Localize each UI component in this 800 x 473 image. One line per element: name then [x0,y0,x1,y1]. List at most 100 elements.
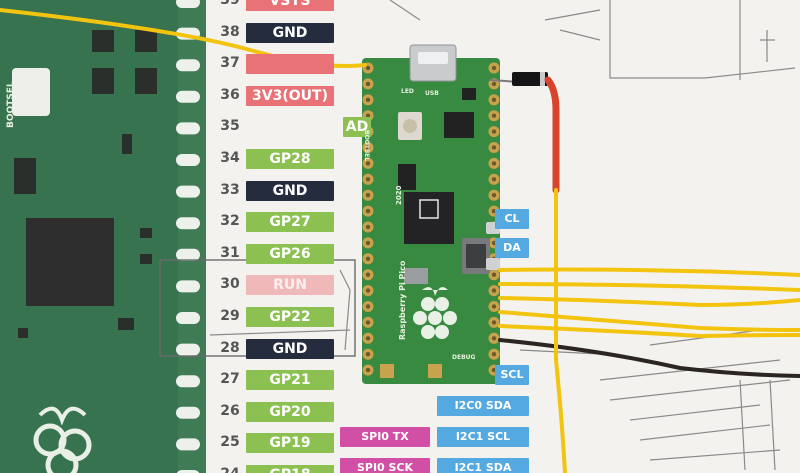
pico-pin-hole [365,224,371,230]
yellow-wire-3 [498,296,800,308]
pico-pin-hole [491,272,497,277]
pin-number: 34 [220,150,240,166]
black-wire [498,338,800,378]
pico-silk-usb: USB [425,90,439,97]
carrier-hole [176,154,200,166]
pin-number: 38 [220,23,240,40]
pin-label: GP26 [246,243,334,264]
pico-pin-hole [491,336,497,341]
pico-pin-hole [365,65,371,71]
i2c-label-row26: I2C0 SDA [437,396,529,416]
pin-label: GP19 [246,433,334,454]
pico-pin-hole [365,304,371,309]
pin-label: GP28 [246,149,334,169]
pin-label: GND [246,338,334,359]
diode-body [512,72,548,86]
pin-number: 24 [213,466,247,473]
pico-pin-hole [491,320,497,325]
pin-number: 26 [220,402,240,419]
pico-silk-led: LED [401,88,414,95]
pin-label: GP27 [246,212,334,233]
pico-pin-hole [491,81,497,87]
pico-pin-hole [491,113,497,118]
yellow-wire-1 [498,267,800,277]
pin-number: 31 [220,244,240,261]
yellow-wire-down [554,188,567,473]
pin-number: 30 [220,276,240,293]
i2c-label-row31: DA [495,238,529,258]
pico-pin-hole [365,161,371,166]
pin-number: 29 [220,308,240,324]
carrier-hole [176,375,200,388]
pico-pin-hole [491,161,497,166]
pin-label: GP21 [246,370,334,391]
pico-pin-hole [491,129,497,134]
pico-pin-hole [365,320,371,325]
pico-pin-hole [365,81,371,87]
spi-label-row24: SPI0 SCK [340,458,430,473]
pico-pin-hole [365,367,371,373]
carrier-raspberry-logo [33,406,92,473]
pico-pin-hole [365,193,371,198]
carrier-hole [176,248,200,261]
carrier-hole [176,185,200,198]
pico-pin-hole [365,256,371,261]
pico-pin-hole [365,336,371,341]
pico-pin-hole [491,288,497,293]
pico-pin-hole [491,193,497,198]
pin-label: 3V3(OUT) [246,85,334,106]
pico-pin-hole [491,65,497,71]
i2c-label-row25: I2C1 SCL [437,427,529,447]
yellow-wire-4 [498,310,800,332]
pin-number: 35 [220,118,240,135]
carrier-board-components [12,30,157,338]
pin-number: 28 [220,339,240,356]
spi-label-row25: SPI0 TX [340,427,430,447]
carrier-silk-bootsel: BOOTSEL [6,81,16,128]
pico-pin-hole [491,177,497,182]
i2c-label-row27: SCL [495,365,529,385]
pico-pin-hole [491,304,497,309]
pico-pin-hole [365,177,371,182]
carrier-hole [176,470,200,473]
pico-silk-year: 2020 [395,185,403,205]
pico-pin-hole [365,97,371,103]
pin-number: 25 [220,434,240,451]
pin-number: 32 [220,213,240,230]
pin-label: GP20 [246,401,334,422]
pico-pin-hole [365,208,371,214]
carrier-hole [176,406,200,419]
carrier-hole [176,438,200,451]
pin-label: VSYS [246,0,334,11]
pin-number: 33 [220,181,240,198]
pico-pin-hole [365,113,371,118]
adc-label-fragment: AD [343,117,371,137]
carrier-hole [176,0,200,8]
carrier-hole [176,217,200,230]
pin-number: 27 [220,371,240,388]
pin-number: 37 [220,55,240,72]
carrier-hole [176,312,200,324]
paper-sketch [209,0,796,471]
pico-pin-hole [365,288,371,293]
carrier-hole [176,90,200,103]
pin-label [246,54,334,75]
carrier-hole [176,59,200,72]
carrier-board-pads [178,0,206,473]
pin-label: RUN [246,275,334,296]
carrier-hole [176,122,200,135]
carrier-board-holes [176,0,200,473]
yellow-wire-5 [498,324,800,339]
carrier-hole [176,280,200,293]
pico-silk-name: Raspberry Pi Pico [398,260,407,340]
pico-chip-logo [419,199,439,219]
pin-label: GND [246,22,334,43]
red-sleeve [544,76,560,194]
pin-label: GP22 [246,307,334,327]
pin-number: 36 [220,86,240,103]
pico-raspberry-logo [413,287,457,339]
pico-pin-hole [491,145,497,150]
pico-pin-hole [491,352,497,357]
pin-label: GP18 [246,465,334,473]
